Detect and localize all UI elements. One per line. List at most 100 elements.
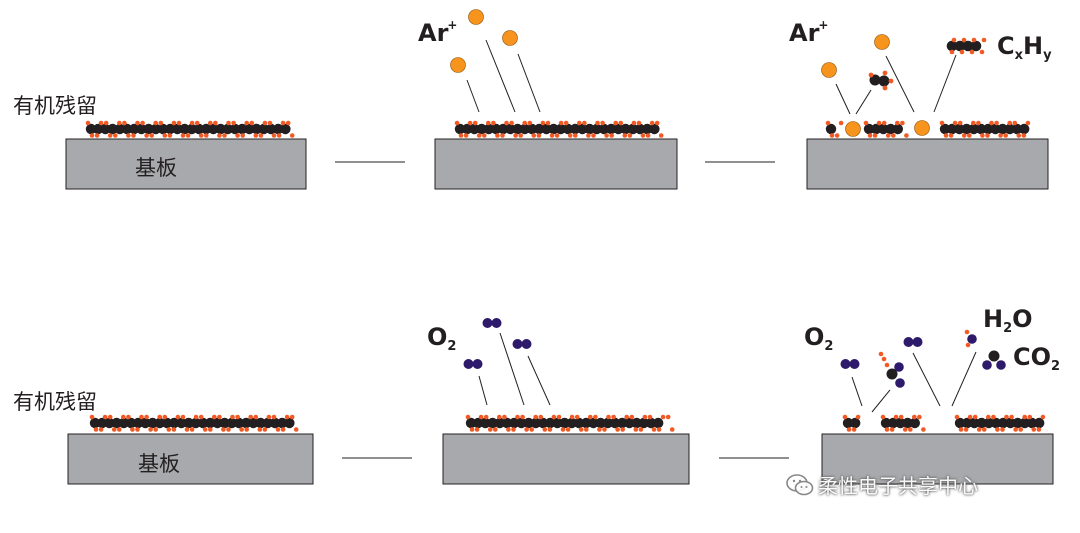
carbon-atom — [577, 123, 588, 135]
hydrogen-atom — [949, 49, 955, 55]
oxygen-atom — [982, 360, 992, 370]
hydrogen-atom — [640, 133, 646, 138]
carbon-atom — [595, 417, 606, 429]
row1-ar-ion — [502, 30, 518, 46]
carbon-atom — [869, 74, 881, 86]
carbon-atom — [878, 123, 889, 135]
hydrogen-atom — [976, 120, 981, 126]
hydrogen-atom — [144, 133, 149, 138]
hydrogen-atom — [153, 427, 158, 432]
carbon-atom — [509, 417, 520, 429]
hydrogen-atom — [198, 133, 204, 138]
hydrogen-atom — [266, 414, 272, 420]
hydrogen-atom — [542, 427, 548, 432]
hydrogen-atom — [560, 427, 566, 432]
hydrogen-atom — [665, 414, 671, 420]
hydrogen-atom — [656, 427, 662, 432]
carbon-atom — [487, 417, 498, 429]
carbon-atom — [251, 123, 262, 135]
row2-o2-label: O2 — [427, 323, 457, 354]
hydrogen-atom — [531, 133, 537, 138]
hydrogen-atom — [121, 414, 126, 420]
hydrogen-atom — [995, 427, 1000, 432]
row2-o2-molecule — [840, 359, 860, 369]
carbon-atom — [888, 417, 899, 429]
row2-co2-label: CO2 — [1013, 343, 1061, 374]
hydrogen-atom — [563, 120, 569, 126]
carbon-atom — [598, 123, 610, 135]
hydrogen-atom — [275, 427, 281, 432]
hydrogen-atom — [144, 414, 149, 420]
hydrogen-atom — [167, 133, 173, 138]
hydrogen-atom — [454, 120, 460, 126]
hydrogen-atom — [1027, 414, 1033, 420]
hydrogen-atom — [222, 133, 227, 138]
hydrogen-atom — [491, 120, 496, 126]
hydrogen-atom — [951, 37, 957, 43]
carbon-atom — [97, 417, 108, 429]
hydrogen-atom — [149, 133, 154, 138]
row2-o2-path — [499, 332, 525, 406]
carbon-atom — [1004, 123, 1015, 135]
hydrogen-atom — [166, 427, 172, 432]
hydrogen-atom — [578, 427, 584, 432]
hydrogen-atom — [943, 133, 949, 138]
hydrogen-atom — [89, 133, 95, 138]
hydrogen-atom — [93, 427, 99, 432]
carbon-atom — [136, 123, 147, 135]
hydrogen-atom — [979, 49, 985, 55]
carbon-atom — [229, 123, 241, 135]
hydrogen-atom — [1016, 133, 1022, 138]
row1-ar-ion — [874, 34, 890, 50]
carbon-atom — [205, 417, 216, 429]
carbon-atom — [157, 123, 169, 135]
carbon-atom — [193, 123, 205, 135]
hydrogen-atom — [184, 427, 190, 432]
hydrogen-atom — [289, 133, 295, 138]
wechat-icon — [786, 473, 814, 495]
hydrogen-atom — [551, 414, 557, 420]
hydrogen-atom — [111, 427, 117, 432]
carbon-atom — [165, 123, 176, 135]
carbon-atom — [850, 417, 861, 429]
hydrogen-atom — [271, 414, 277, 420]
carbon-atom — [212, 417, 223, 429]
carbon-atom — [559, 417, 570, 429]
carbon-atom — [962, 40, 974, 52]
hydrogen-atom — [976, 427, 982, 432]
carbon-atom — [961, 123, 972, 135]
hydrogen-atom — [474, 427, 480, 432]
hydrogen-atom — [868, 72, 874, 78]
carbon-atom — [1026, 417, 1038, 429]
row1-residue-1 — [85, 120, 295, 138]
carbon-atom — [562, 123, 574, 135]
oxygen-atom — [996, 360, 1006, 370]
hydrogen-atom — [891, 133, 896, 138]
carbon-atom — [863, 123, 875, 135]
hydrogen-atom — [838, 120, 844, 126]
hydrogen-atom — [834, 133, 840, 138]
carbon-atom — [962, 417, 973, 429]
carbon-atom — [104, 417, 115, 429]
hydrogen-atom — [1021, 133, 1027, 138]
hydrogen-atom — [985, 133, 990, 138]
hydrogen-atom — [898, 414, 904, 420]
carbon-atom — [186, 123, 197, 135]
hydrogen-atom — [253, 133, 259, 138]
hydrogen-atom — [963, 427, 969, 432]
carbon-atom — [197, 417, 209, 429]
carbon-atom — [114, 123, 126, 135]
hydrogen-atom — [889, 427, 895, 432]
hydrogen-atom — [284, 414, 290, 420]
row2-o2-molecule — [463, 359, 483, 369]
hydrogen-atom — [958, 427, 964, 432]
carbon-atom — [248, 417, 259, 429]
row1-substrate-2 — [434, 138, 678, 190]
hydrogen-atom — [624, 414, 629, 420]
hydrogen-atom — [591, 133, 596, 138]
carbon-atom — [534, 123, 545, 135]
hydrogen-atom — [500, 133, 505, 138]
hydrogen-atom — [554, 133, 560, 138]
carbon-atom — [241, 417, 252, 429]
hydrogen-atom — [202, 427, 208, 432]
